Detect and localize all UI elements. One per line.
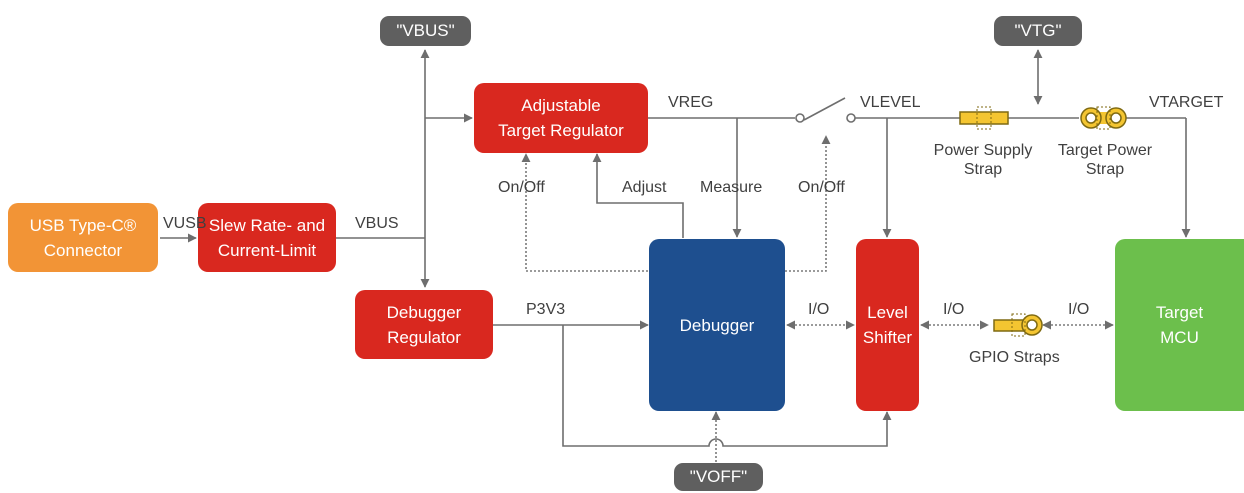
- switch-contact-left: [795, 113, 805, 123]
- vbus-label: VBUS: [355, 215, 399, 232]
- vlevel-label: VLEVEL: [860, 94, 921, 111]
- io-target-label: I/O: [1068, 301, 1090, 318]
- switch-contact-right: [846, 113, 856, 123]
- power-supply-strap-icon: [959, 106, 1009, 130]
- target-power-strap-icon: [1080, 106, 1127, 130]
- adjustable-regulator-line-2: Target Regulator: [498, 121, 624, 140]
- p3v3-bus: [562, 325, 892, 447]
- target-power-strap-label: Target Power Strap: [1046, 141, 1164, 179]
- vbus-tag: "VBUS": [380, 16, 471, 46]
- debugger-block: Debugger: [649, 239, 785, 411]
- slew-rate-current-limit-block: Slew Rate- and Current-Limit: [198, 203, 336, 272]
- gpio-straps-label: GPIO Straps: [969, 349, 1060, 366]
- on-off-right-wire: [785, 135, 831, 272]
- usb-type-c-connector-block: USB Type-C® Connector: [8, 203, 158, 272]
- adjust-label: Adjust: [622, 179, 667, 196]
- debugger-regulator-block: Debugger Regulator: [355, 290, 493, 359]
- level-shifter-line-1: Level: [867, 303, 908, 322]
- level-shifter-block: Level Shifter: [856, 239, 919, 411]
- measure-label: Measure: [700, 179, 763, 196]
- level-shifter-line-2: Shifter: [862, 328, 913, 347]
- slew-rate-line-1: Slew Rate- and: [208, 215, 326, 235]
- target-mcu-line-1: Target: [1155, 303, 1204, 322]
- on-off-right-label: On/Off: [798, 179, 845, 196]
- vreg-label: VREG: [668, 94, 714, 111]
- usb-connector-line-1: USB Type-C®: [29, 215, 137, 235]
- gpio-strap-icon: [993, 313, 1043, 337]
- debugger-regulator-line-1: Debugger: [386, 302, 462, 322]
- voff-tag: "VOFF": [674, 463, 763, 491]
- power-supply-strap-label: Power Supply Strap: [922, 141, 1044, 179]
- debugger-regulator-line-2: Regulator: [387, 327, 461, 347]
- debugger-label: Debugger: [679, 315, 755, 335]
- power-supply-strap-line-2: Strap: [963, 161, 1003, 178]
- power-supply-strap-line-1: Power Supply: [933, 142, 1033, 159]
- vtarget-label: VTARGET: [1149, 94, 1224, 111]
- vtg-tag: "VTG": [994, 16, 1082, 46]
- adjustable-target-regulator-block: Adjustable Target Regulator: [474, 83, 648, 153]
- slew-rate-line-2: Current-Limit: [217, 240, 317, 260]
- io-debugger-label: I/O: [808, 301, 830, 318]
- usb-connector-line-2: Connector: [43, 240, 123, 260]
- adjust-wire: [592, 153, 684, 238]
- target-mcu-block: Target MCU: [1115, 239, 1244, 411]
- io-shifter-label: I/O: [943, 301, 965, 318]
- p3v3-label: P3V3: [526, 301, 566, 318]
- target-mcu-line-2: MCU: [1160, 328, 1199, 347]
- on-off-left-label: On/Off: [498, 179, 545, 196]
- switch-lever: [803, 97, 846, 121]
- target-power-strap-line-1: Target Power: [1057, 142, 1153, 159]
- on-off-left-wire: [521, 153, 648, 272]
- vusb-label: VUSB: [163, 215, 207, 232]
- adjustable-regulator-line-1: Adjustable: [521, 96, 601, 115]
- target-power-strap-line-2: Strap: [1085, 161, 1125, 178]
